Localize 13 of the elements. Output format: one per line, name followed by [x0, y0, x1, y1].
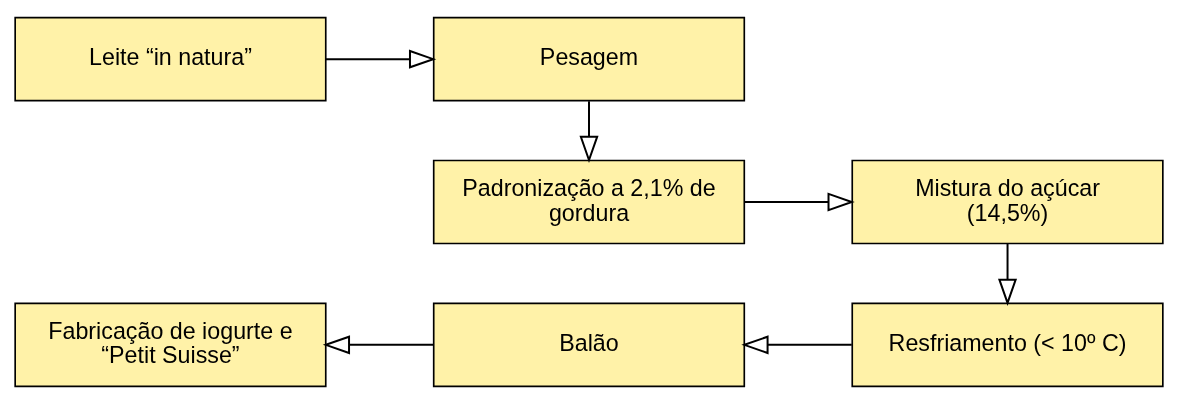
node-box: Resfriamento (< 10º C)	[851, 302, 1164, 387]
node-box: Pesagem	[432, 16, 746, 101]
arrow	[998, 242, 1018, 306]
arrow	[322, 334, 435, 354]
arrow	[324, 49, 437, 69]
node-box: Leite “in natura”	[14, 16, 327, 101]
node-box: Balão	[432, 302, 746, 387]
arrow	[579, 99, 599, 163]
arrow	[741, 334, 853, 354]
node-box: Fabricação de iogurte e “Petit Suisse”	[14, 302, 327, 387]
arrow	[743, 191, 855, 212]
node-box: Mistura do açúcar (14,5%)	[851, 159, 1164, 244]
node-box: Padronização a 2,1% de gordura	[432, 159, 746, 244]
